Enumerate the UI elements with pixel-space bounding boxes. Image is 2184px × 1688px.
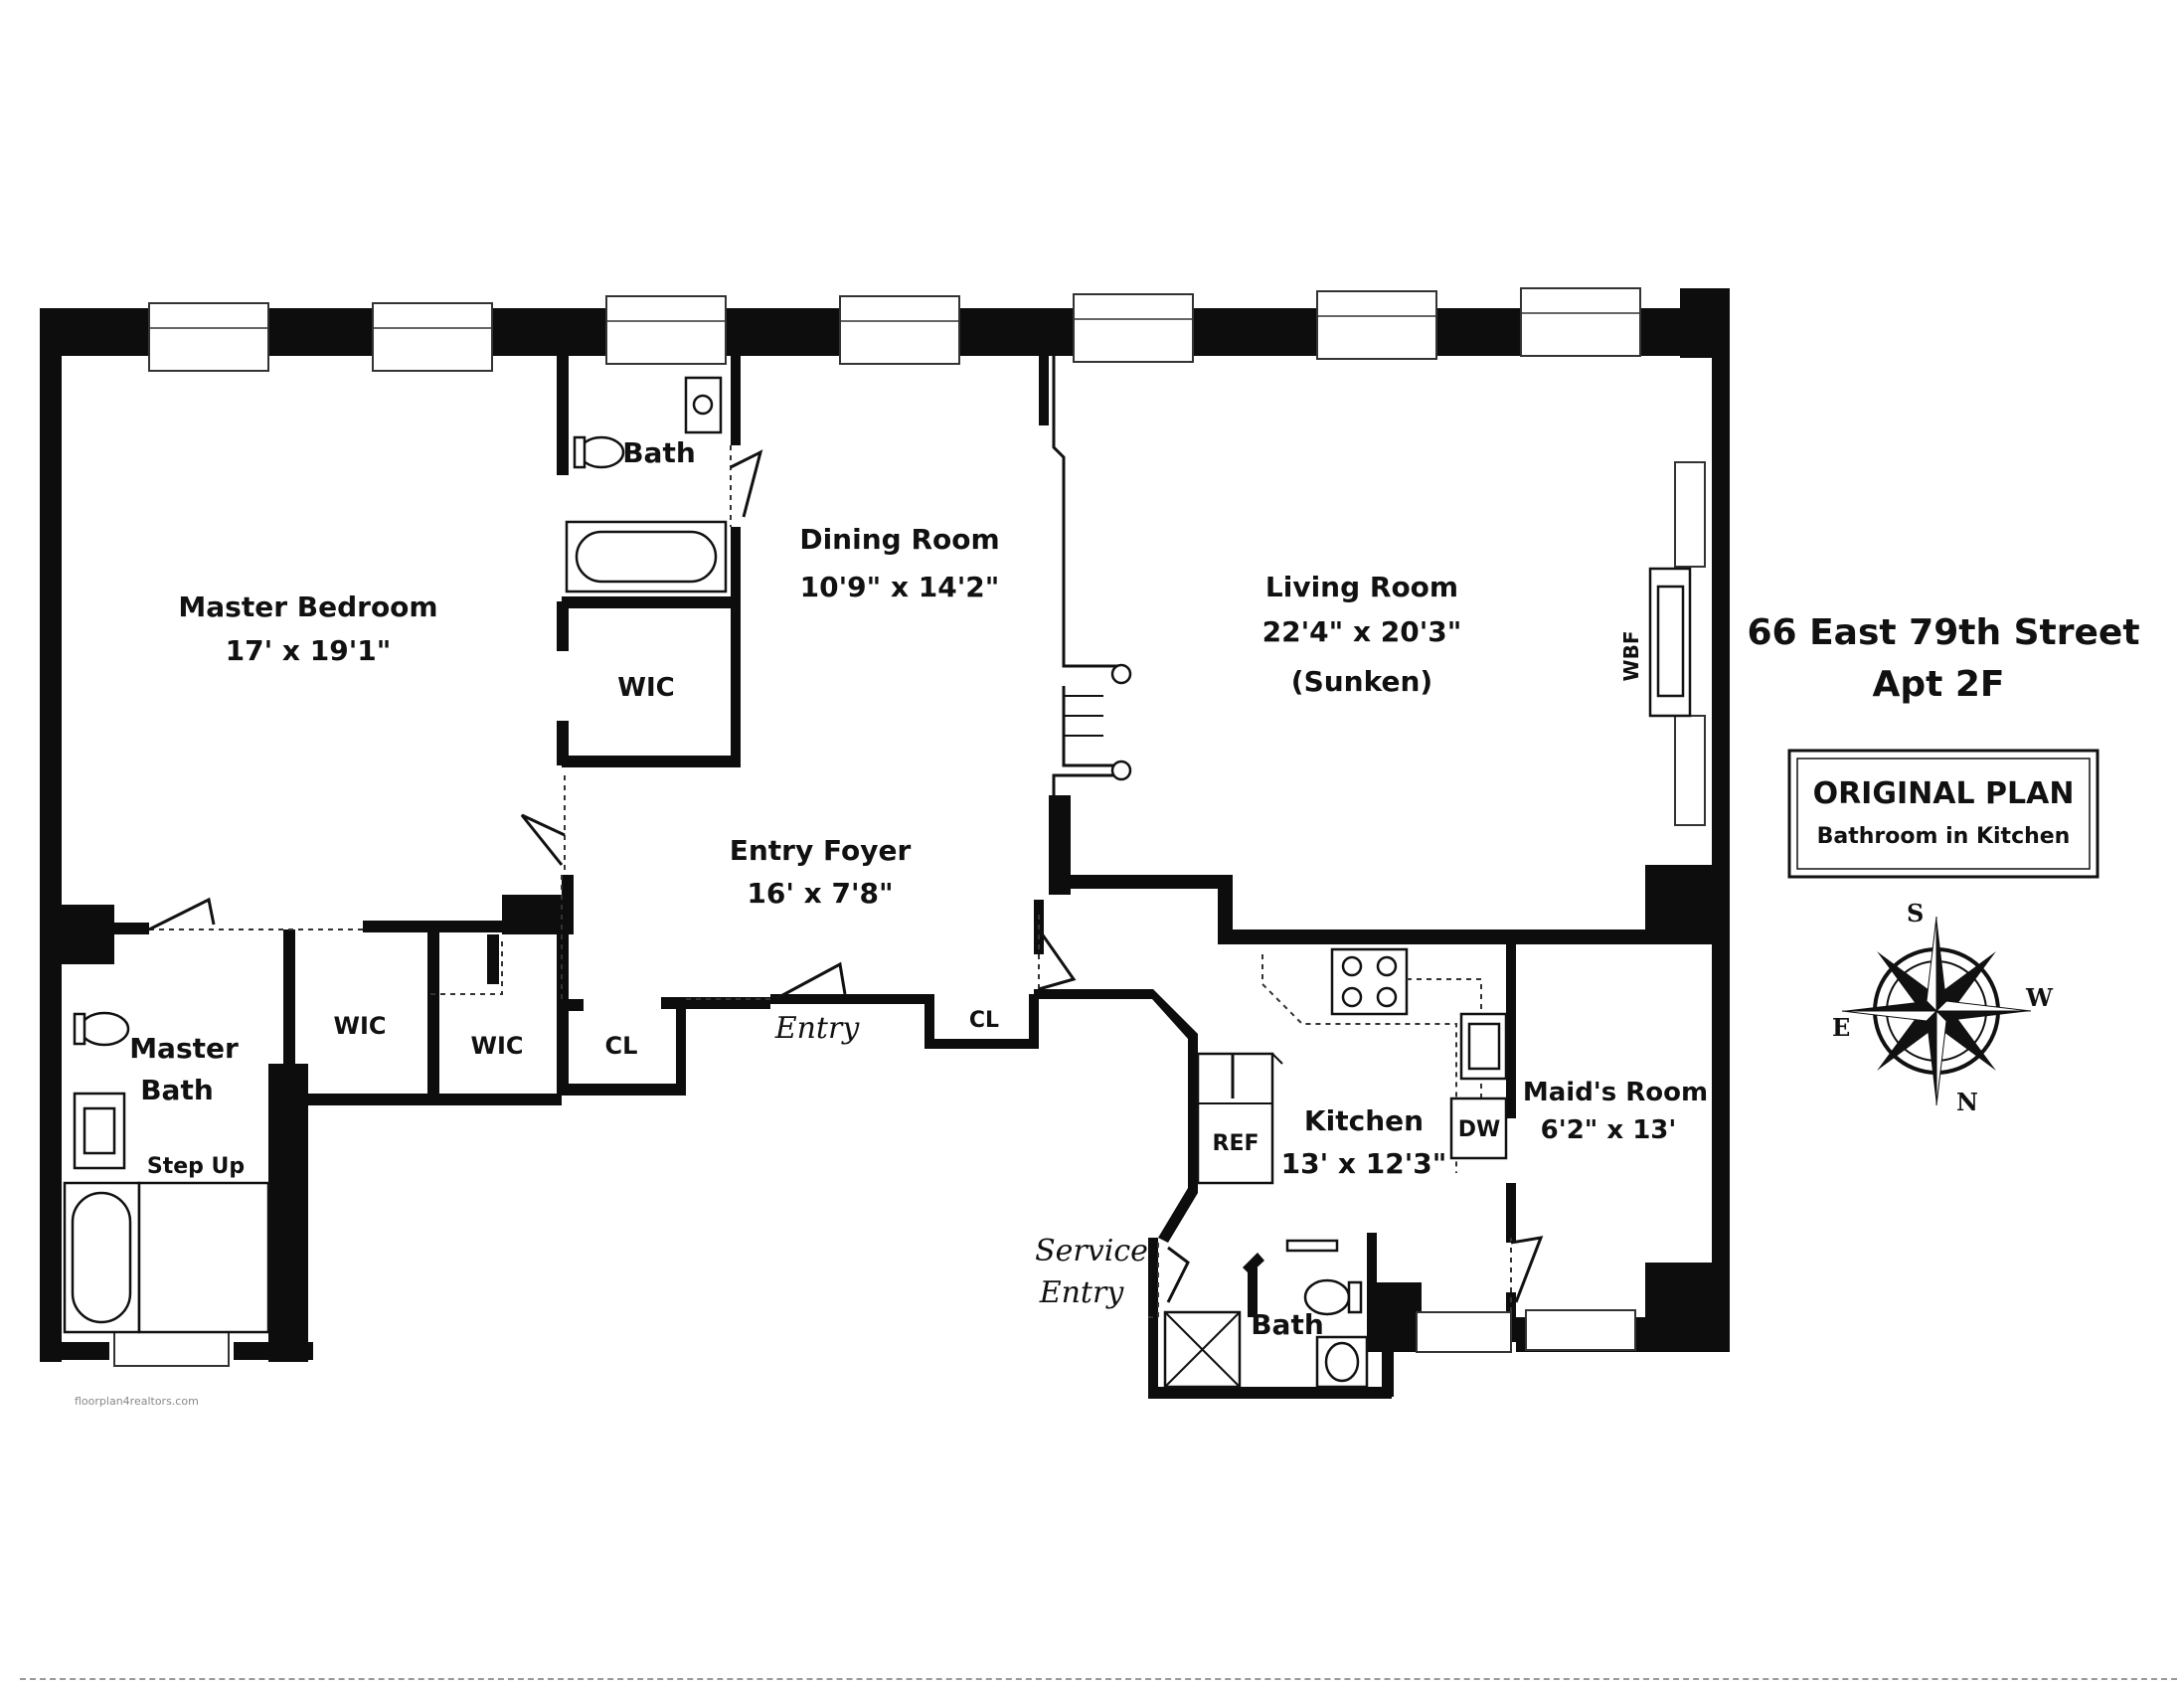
wic-2-label: WIC [470, 1032, 523, 1060]
windows-top [148, 287, 1641, 372]
cl-1-label: CL [605, 1032, 638, 1060]
address-block: 66 East 79th Street Apt 2F [1747, 612, 2139, 705]
badge-subtitle: Bathroom in Kitchen [1817, 824, 2071, 849]
dw-label: DW [1458, 1117, 1501, 1142]
watermark: floorplan4realtors.com [75, 1395, 199, 1408]
master-bedroom-name: Master Bedroom [178, 591, 437, 623]
original-plan-badge: ORIGINAL PLAN Bathroom in Kitchen [1787, 749, 2100, 879]
compass-n: N [1956, 1088, 1978, 1116]
wic-dining-label: WIC [617, 673, 674, 703]
kitchen-bath-fixtures [1163, 1239, 1369, 1389]
compass-rose: S W E N [1832, 899, 2054, 1116]
living-room-note: (Sunken) [1291, 665, 1432, 698]
fireplace [1648, 567, 1692, 718]
footer-divider [20, 1678, 2177, 1680]
entry-label: Entry [774, 1011, 861, 1046]
maids-room-name: Maid's Room [1523, 1078, 1708, 1107]
master-bath-name-2: Bath [140, 1074, 214, 1106]
dining-room-size: 10'9" x 14'2" [800, 571, 1000, 603]
bath-top-name: Bath [622, 436, 696, 469]
living-room-name: Living Room [1265, 571, 1458, 603]
living-room-size: 22'4" x 20'3" [1262, 615, 1462, 648]
entry-foyer-name: Entry Foyer [730, 834, 912, 867]
ref-label: REF [1213, 1131, 1260, 1156]
cl-2-label: CL [969, 1008, 999, 1033]
badge-title: ORIGINAL PLAN [1813, 776, 2075, 811]
exterior-walls [40, 288, 1730, 1362]
interior-walls [111, 356, 1655, 1399]
kitchen-fixtures [1196, 947, 1508, 1185]
room-labels: Master Bedroom 17' x 19'1" Bath Dining R… [75, 436, 1708, 1408]
door-swings [148, 445, 1544, 1318]
master-bath-step-up: Step Up [147, 1154, 245, 1179]
master-bedroom-size: 17' x 19'1" [226, 634, 392, 667]
entry-foyer-size: 16' x 7'8" [747, 877, 893, 910]
bath-fixtures-top [565, 376, 728, 593]
maids-room-size: 6'2" x 13' [1541, 1115, 1677, 1145]
compass-s: S [1907, 899, 1924, 928]
kitchen-name: Kitchen [1304, 1104, 1424, 1137]
wbf-label: WBF [1619, 631, 1643, 682]
wic-1-label: WIC [333, 1012, 386, 1040]
compass-e: E [1832, 1013, 1850, 1042]
master-bath-name-1: Master [129, 1032, 239, 1065]
master-bath-fixtures [63, 1011, 270, 1334]
address-street: 66 East 79th Street [1747, 612, 2139, 653]
kitchen-size: 13' x 12'3" [1281, 1147, 1447, 1180]
address-unit: Apt 2F [1872, 664, 2004, 705]
compass-w: W [2025, 983, 2054, 1012]
living-room-steps [1052, 356, 1132, 795]
service-entry-line1: Service [1035, 1234, 1148, 1268]
dining-room-name: Dining Room [799, 523, 999, 556]
service-entry-line2: Entry [1039, 1275, 1125, 1310]
windows-right [1674, 461, 1706, 826]
bath-kitchen-name: Bath [1251, 1308, 1324, 1341]
